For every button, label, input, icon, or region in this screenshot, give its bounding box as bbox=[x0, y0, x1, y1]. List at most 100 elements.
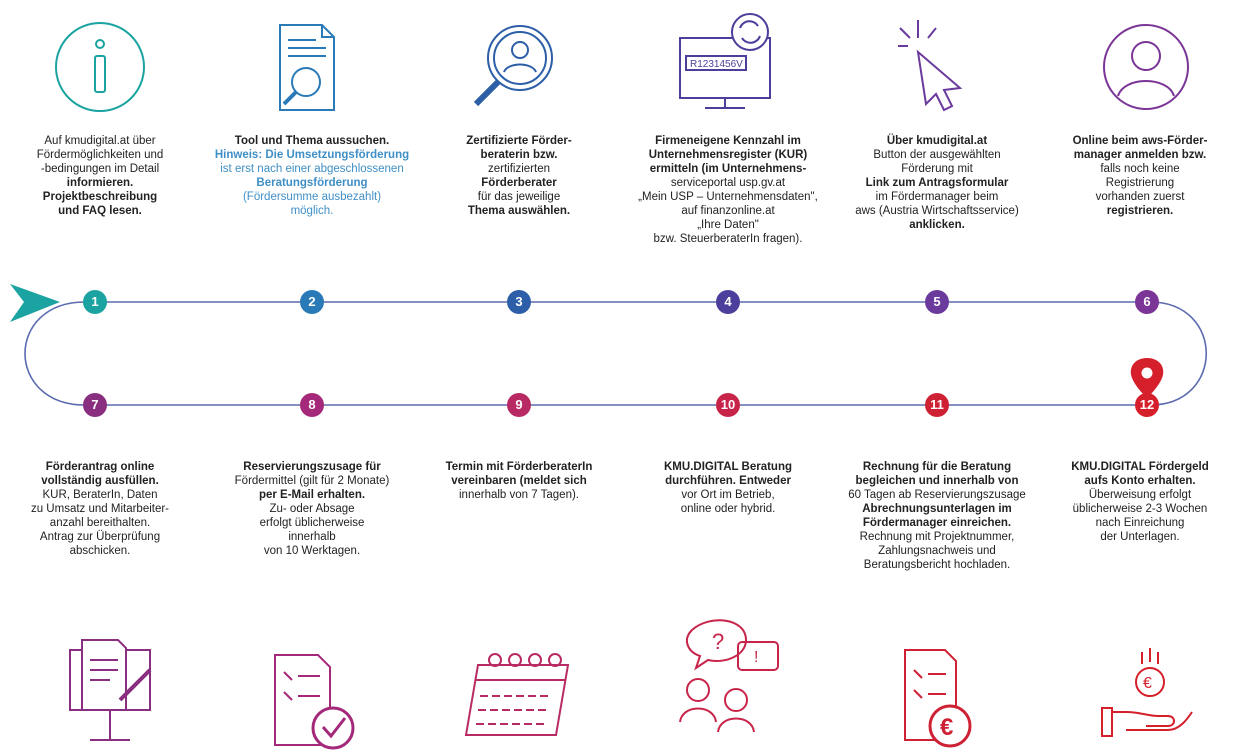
step-line: beraterin bzw. bbox=[480, 149, 558, 161]
step-line: für das jeweilige bbox=[477, 191, 561, 203]
step-line: Link zum Antragsformular bbox=[865, 177, 1009, 189]
step-line: Förderberater bbox=[481, 177, 557, 189]
step-line: Fördermanager einreichen. bbox=[862, 517, 1012, 529]
step-line: serviceportal usp.gv.at bbox=[670, 177, 786, 189]
step-line: Auf kmudigital.at über bbox=[44, 135, 156, 147]
map-pin-icon bbox=[1130, 358, 1164, 398]
step-number-11: 11 bbox=[925, 393, 949, 417]
step-number-5: 5 bbox=[925, 290, 949, 314]
step-line: Zahlungsnachweis und bbox=[878, 545, 996, 557]
step-line: abschicken. bbox=[69, 545, 131, 557]
step-line: vorhanden zuerst bbox=[1095, 191, 1185, 203]
step-line: vereinbaren (meldet sich bbox=[451, 475, 587, 487]
step-line: Unternehmensregister (KUR) bbox=[648, 149, 808, 161]
step-line: informieren. bbox=[66, 177, 134, 189]
step-line: Reservierungszusage für bbox=[243, 461, 381, 473]
step-number-7: 7 bbox=[83, 393, 107, 417]
step-line: Fördermöglichkeiten und bbox=[36, 149, 164, 161]
cursor-click-icon bbox=[898, 20, 963, 112]
step-line: KMU.DIGITAL Beratung bbox=[664, 461, 792, 473]
step-line: Hinweis: Die Umsetzungsförderung bbox=[214, 149, 410, 161]
step-line: vollständig ausfüllen. bbox=[41, 475, 159, 487]
step-line: begleichen und innerhalb von bbox=[855, 475, 1019, 487]
step-number-2: 2 bbox=[300, 290, 324, 314]
step-line: Zu- oder Absage bbox=[269, 503, 355, 515]
step-line: zertifizierten bbox=[488, 163, 550, 175]
step-line: per E-Mail erhalten. bbox=[258, 489, 366, 501]
step-text-6: Online beim aws-Förder-manager anmelden … bbox=[1040, 134, 1235, 218]
computer-form-icon bbox=[69, 639, 152, 741]
step-line: Überweisung erfolgt bbox=[1088, 489, 1192, 501]
step-line: möglich. bbox=[290, 205, 334, 217]
step-line: Tool und Thema aussuchen. bbox=[234, 135, 390, 147]
step-number-10: 10 bbox=[716, 393, 740, 417]
info-icon bbox=[55, 22, 145, 112]
step-line: „Ihre Daten" bbox=[697, 219, 759, 231]
step-text-9: Termin mit FörderberaterIn vereinbaren (m… bbox=[419, 460, 619, 502]
calendar-icon bbox=[464, 653, 570, 736]
step-line: registrieren. bbox=[1106, 205, 1174, 217]
step-line: innerhalb bbox=[288, 531, 336, 543]
step-line: (Fördersumme ausbezahlt) bbox=[242, 191, 382, 203]
step-line: im Fördermanager beim bbox=[875, 191, 999, 203]
svg-text:€: € bbox=[1143, 675, 1152, 692]
step-number-1: 1 bbox=[83, 290, 107, 314]
user-icon bbox=[1103, 24, 1189, 110]
step-line: vor Ort im Betrieb, bbox=[681, 489, 775, 501]
step-line: bzw. SteuerberaterIn fragen). bbox=[653, 233, 803, 245]
step-number-3: 3 bbox=[507, 290, 531, 314]
step-text-3: Zertifizierte Förder-beraterin bzw. zerti… bbox=[419, 134, 619, 218]
step-line: Button der ausgewählten bbox=[873, 149, 1001, 161]
monitor-refresh-icon bbox=[679, 13, 771, 109]
start-arrow-icon bbox=[10, 284, 60, 322]
step-line: Fördermittel (gilt für 2 Monate) bbox=[234, 475, 390, 487]
step-line: aws (Austria Wirtschaftsservice) bbox=[855, 205, 1019, 217]
step-line: Firmeneigene Kennzahl im bbox=[655, 135, 801, 147]
step-line: auf finanzonline.at bbox=[681, 205, 775, 217]
step-line: online oder hybrid. bbox=[680, 503, 776, 515]
step-line: Termin mit FörderberaterIn bbox=[445, 461, 593, 473]
step-line: von 10 Werktagen. bbox=[263, 545, 361, 557]
consulting-icon: ? ! bbox=[679, 619, 779, 733]
step-line: -bedingungen im Detail bbox=[40, 163, 160, 175]
step-line: Förderung mit bbox=[901, 163, 973, 175]
step-line: Über kmudigital.at bbox=[886, 135, 988, 147]
step-line: Thema auswählen. bbox=[467, 205, 571, 217]
step-line: „Mein USP – Unternehmensdaten", bbox=[638, 191, 818, 203]
step-line: Projektbeschreibung bbox=[42, 191, 158, 203]
step-line: zu Umsatz und Mitarbeiter- bbox=[30, 503, 170, 515]
step-line: KMU.DIGITAL Fördergeld bbox=[1071, 461, 1209, 473]
svg-text:?: ? bbox=[712, 629, 724, 654]
step-number-12: 12 bbox=[1135, 393, 1159, 417]
step-text-12: KMU.DIGITAL Fördergeld aufs Konto erhalte… bbox=[1040, 460, 1235, 544]
step-line: Zertifizierte Förder- bbox=[466, 135, 572, 147]
step-number-9: 9 bbox=[507, 393, 531, 417]
step-line: manager anmelden bzw. bbox=[1073, 149, 1207, 161]
step-line: innerhalb von 7 Tagen). bbox=[459, 489, 579, 501]
step-text-2: Tool und Thema aussuchen. Hinweis: Die Um… bbox=[212, 134, 412, 218]
step-text-4: Firmeneigene Kennzahl im Unternehmensregi… bbox=[628, 134, 828, 246]
svg-text:€: € bbox=[940, 714, 953, 741]
step-line: Beratungsbericht hochladen. bbox=[863, 559, 1011, 571]
step-line: Online beim aws-Förder- bbox=[1072, 135, 1208, 147]
step-number-4: 4 bbox=[716, 290, 740, 314]
euro-hand-icon: € bbox=[1101, 648, 1193, 737]
person-search-icon bbox=[473, 25, 553, 107]
invoice-euro-icon: € bbox=[904, 649, 972, 748]
step-line: Registrierung bbox=[1105, 177, 1175, 189]
step-line: der Unterlagen. bbox=[1100, 531, 1180, 543]
step-line: Beratungsförderung bbox=[256, 177, 368, 189]
step-line: durchführen. Entweder bbox=[665, 475, 791, 487]
step-line: üblicherweise 2-3 Wochen bbox=[1072, 503, 1208, 515]
svg-text:!: ! bbox=[754, 649, 758, 666]
step-line: Förderantrag online bbox=[45, 461, 155, 473]
step-line: aufs Konto erhalten. bbox=[1084, 475, 1196, 487]
step-number-6: 6 bbox=[1135, 290, 1159, 314]
step-text-10: KMU.DIGITAL Beratung durchführen. Entwede… bbox=[628, 460, 828, 516]
step-line: Rechnung für die Beratung bbox=[862, 461, 1012, 473]
monitor-code: R1231456V bbox=[690, 59, 743, 70]
